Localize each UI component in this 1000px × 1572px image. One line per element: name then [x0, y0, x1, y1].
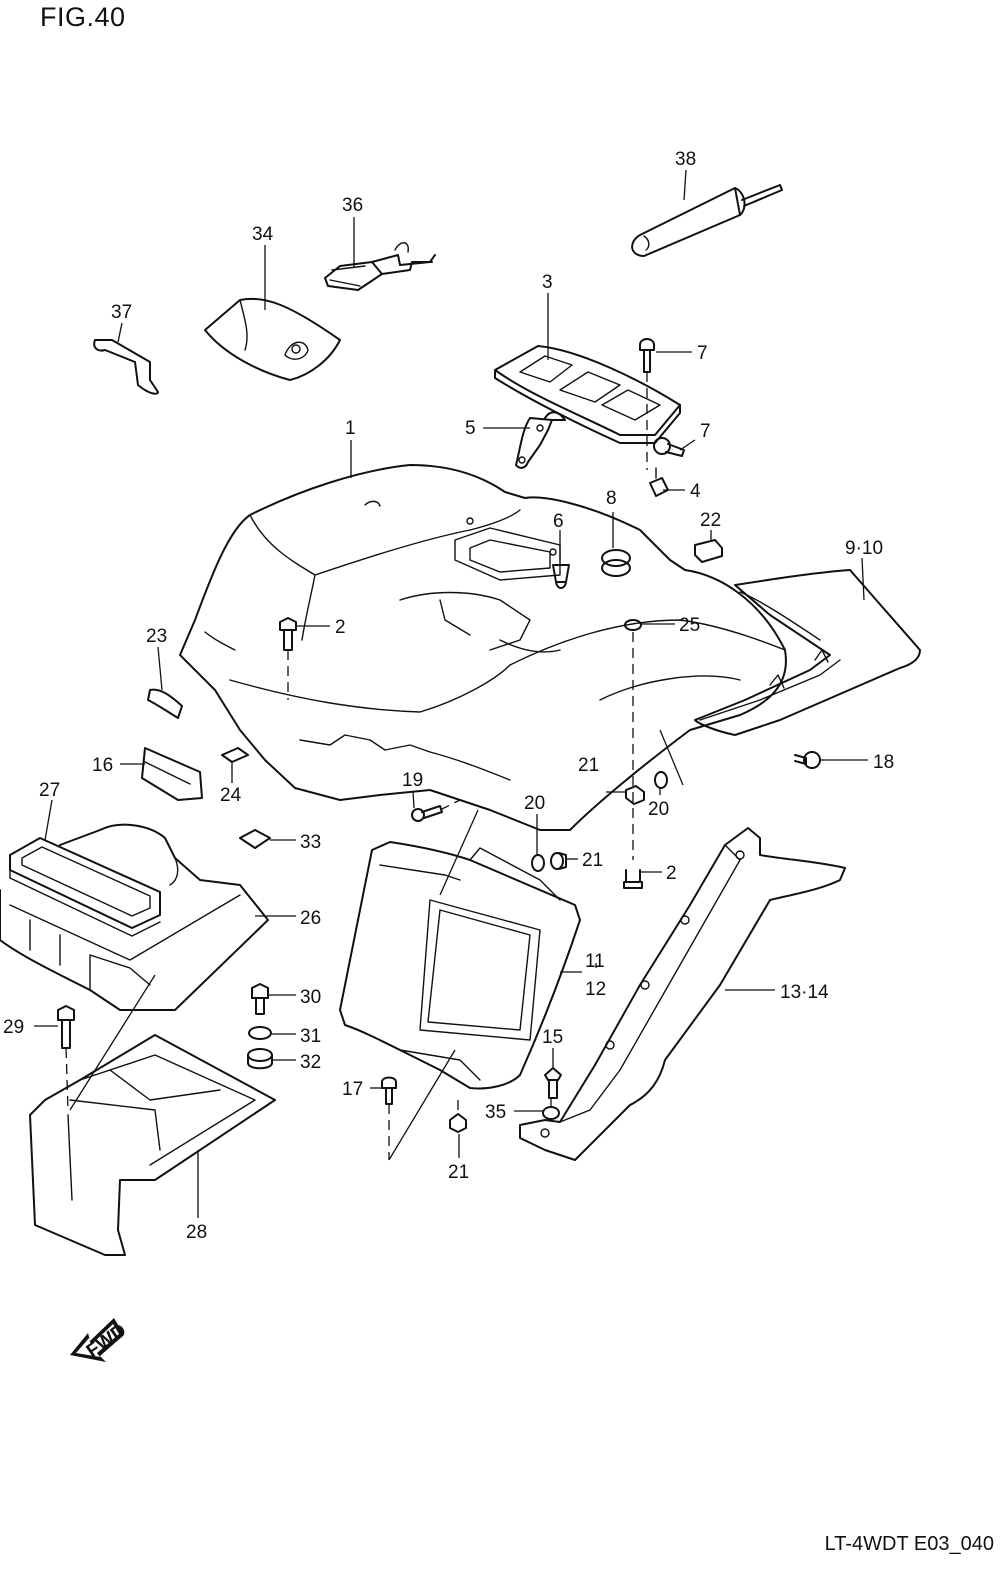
callout-17: 17 [342, 1079, 363, 1100]
part-27-seal-frame[interactable] [9, 837, 161, 937]
callout-27: 27 [39, 780, 60, 801]
callout-31: 31 [300, 1026, 321, 1047]
callout-19: 19 [402, 770, 423, 791]
figure-title: FIG.40 [40, 2, 126, 32]
part-35-washer[interactable] [542, 1106, 560, 1120]
part-23-strip[interactable] [147, 688, 183, 719]
part-13-14-footrest[interactable] [519, 827, 846, 1161]
callout-25: 25 [679, 615, 700, 636]
callout-6: 6 [553, 511, 564, 532]
part-20-washer-right[interactable] [654, 771, 668, 789]
part-7-screw-lower[interactable] [653, 437, 685, 457]
callout-7-lower: 7 [700, 421, 711, 442]
callout-30: 30 [300, 987, 321, 1008]
callout-12: 12 [585, 979, 606, 1000]
callout-13-14: 13·14 [780, 982, 829, 1003]
assembly-lines [65, 372, 684, 1161]
callout-5: 5 [465, 418, 476, 439]
part-25-washer[interactable] [624, 619, 642, 631]
part-24-pad[interactable] [221, 747, 249, 763]
callout-29: 29 [3, 1017, 24, 1038]
part-2-bolt-lower[interactable] [623, 869, 643, 889]
part-32-collar[interactable] [247, 1048, 273, 1070]
callout-32: 32 [300, 1052, 321, 1073]
callout-23: 23 [146, 626, 167, 647]
part-30-bolt[interactable] [251, 983, 269, 1015]
part-8-grommet[interactable] [601, 512, 631, 577]
callout-21-mid: 21 [582, 850, 603, 871]
part-29-bolt[interactable] [57, 1005, 75, 1049]
callout-18: 18 [873, 752, 894, 773]
callout-20-right: 20 [648, 799, 669, 820]
callout-labels: 38 36 34 3 37 7 1 5 7 8 4 6 22 9·10 2 25… [3, 149, 894, 1243]
part-28-cover[interactable] [29, 1034, 276, 1256]
callout-36: 36 [342, 195, 363, 216]
part-21-nut-mid[interactable] [550, 852, 567, 870]
part-38-tube[interactable] [631, 184, 783, 257]
callout-2-upper: 2 [335, 617, 346, 638]
callout-33: 33 [300, 832, 321, 853]
callout-16: 16 [92, 755, 113, 776]
part-9-10-mudflap[interactable] [694, 569, 921, 736]
callout-2-lower: 2 [666, 863, 677, 884]
part-22-cap[interactable] [694, 539, 723, 563]
part-18-screw[interactable] [794, 751, 821, 769]
part-34-bag[interactable] [204, 297, 341, 381]
part-26-air-box[interactable] [0, 823, 269, 1011]
part-21-nut-lower[interactable] [449, 1113, 467, 1133]
callout-28: 28 [186, 1222, 207, 1243]
part-36-clamp[interactable] [324, 242, 436, 291]
callout-38: 38 [675, 149, 696, 170]
leader-lines [34, 169, 868, 1218]
part-19-screw[interactable] [411, 805, 443, 822]
callout-4: 4 [690, 481, 701, 502]
part-33-pad[interactable] [239, 829, 271, 849]
part-1-rear-fender[interactable] [179, 464, 787, 831]
callout-24: 24 [220, 785, 242, 806]
part-4-clip[interactable] [649, 467, 669, 497]
callout-1: 1 [345, 418, 356, 439]
part-3-rack[interactable] [494, 345, 681, 444]
part-17-screw[interactable] [381, 1076, 397, 1105]
part-2-bolt-upper[interactable] [279, 617, 297, 651]
callout-35: 35 [485, 1102, 506, 1123]
callout-9-10: 9·10 [845, 538, 883, 559]
callout-11: 11 [585, 951, 605, 972]
callout-37: 37 [111, 302, 132, 323]
reference-code: LT-4WDT E03_040 [824, 1533, 994, 1555]
part-5-bracket[interactable] [515, 411, 566, 469]
fwd-arrow-icon: FWD [70, 1318, 130, 1362]
part-20-washer-left[interactable] [531, 854, 545, 872]
callout-3: 3 [542, 272, 553, 293]
callout-15: 15 [542, 1027, 563, 1048]
part-6-knob[interactable] [552, 530, 570, 589]
part-7-screw-upper[interactable] [639, 338, 655, 373]
part-11-12-inner-fender[interactable] [339, 841, 581, 1090]
callout-21-lower: 21 [448, 1162, 469, 1183]
callout-8: 8 [606, 488, 617, 509]
callout-34: 34 [252, 224, 274, 245]
callout-20-left: 20 [524, 793, 545, 814]
callout-26: 26 [300, 908, 321, 929]
callout-22: 22 [700, 510, 721, 531]
callout-7-upper: 7 [697, 343, 708, 364]
part-16-reflector[interactable] [141, 747, 203, 801]
part-37-wrench[interactable] [93, 339, 159, 395]
part-21-nut-upper[interactable] [625, 785, 645, 805]
callout-21-upper: 21 [578, 755, 599, 776]
part-15-bolt[interactable] [544, 1067, 562, 1099]
part-31-washer[interactable] [248, 1026, 272, 1040]
